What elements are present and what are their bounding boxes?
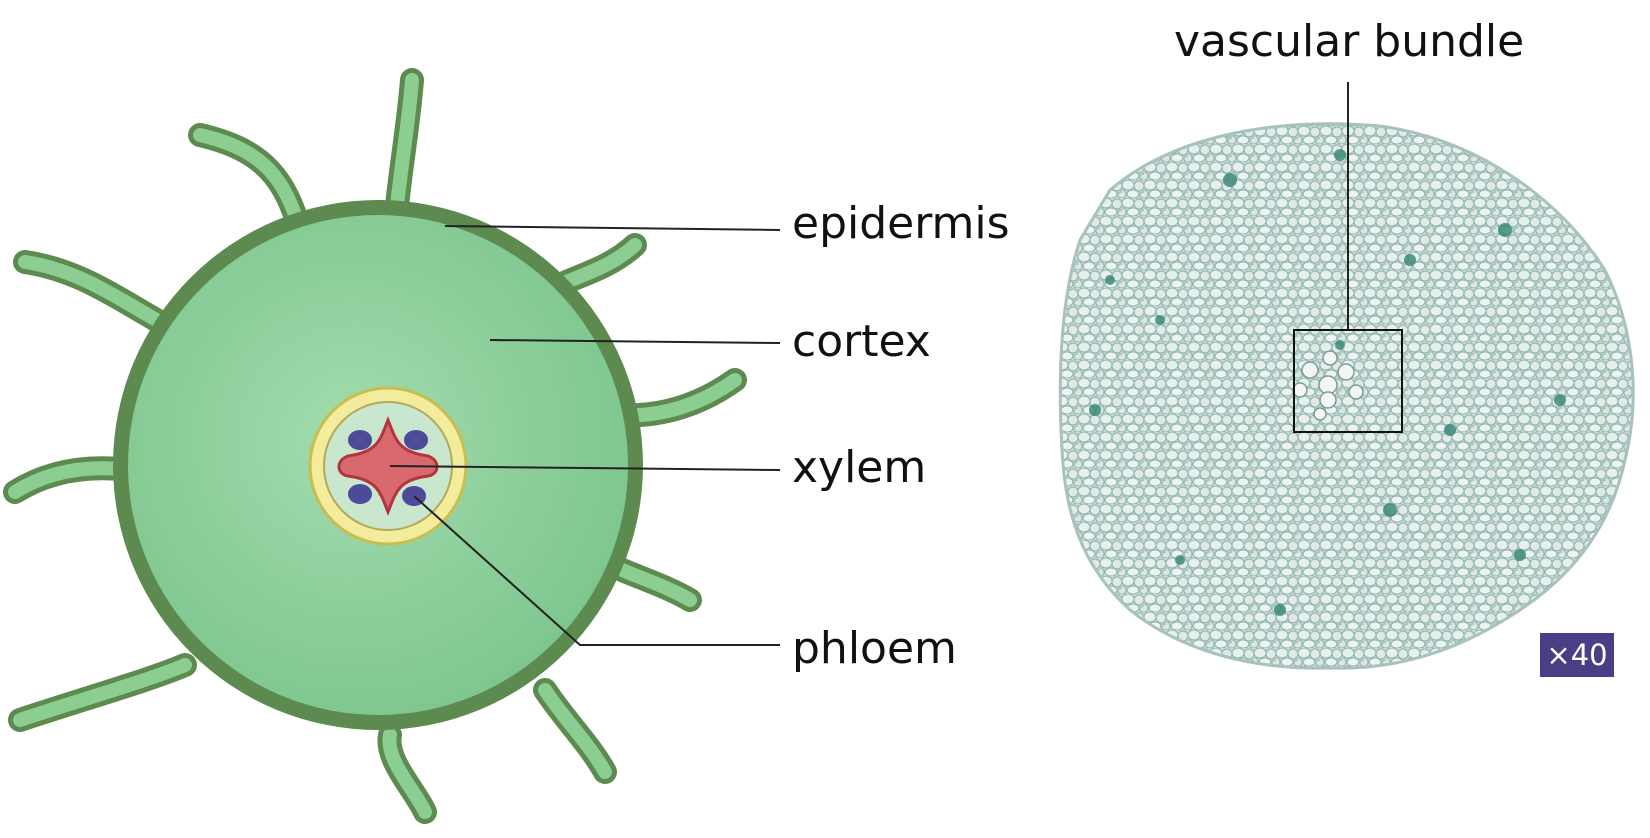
- phloem-patch: [404, 430, 428, 450]
- magnification-badge: ×40: [1546, 638, 1608, 672]
- phloem-patch: [348, 484, 372, 504]
- magnification-badge-bg: [1540, 633, 1614, 677]
- xylem-cross: [337, 415, 439, 517]
- cortex-label: cortex: [792, 316, 931, 367]
- xylem-leader: [389, 465, 781, 471]
- phloem-leader: [413, 495, 780, 646]
- vascular-bundle-cells: [1292, 350, 1364, 421]
- vascular-cylinder: [308, 386, 468, 546]
- epidermis-label: epidermis: [792, 198, 1010, 249]
- vascular-bundle-label: vascular bundle: [1174, 16, 1525, 67]
- xylem-label: xylem: [792, 442, 927, 493]
- leader-lines: [389, 225, 781, 646]
- phloem-label: phloem: [792, 623, 957, 674]
- root-hair: [538, 683, 612, 779]
- cortex-leader: [489, 339, 781, 344]
- root-hair: [382, 728, 432, 819]
- root-hair: [18, 255, 167, 329]
- phloem-patch: [348, 430, 372, 450]
- root-hairs: [3, 68, 747, 824]
- root-hair: [13, 658, 192, 727]
- epidermis-leader: [444, 225, 781, 231]
- root-micrograph: [1058, 82, 1635, 670]
